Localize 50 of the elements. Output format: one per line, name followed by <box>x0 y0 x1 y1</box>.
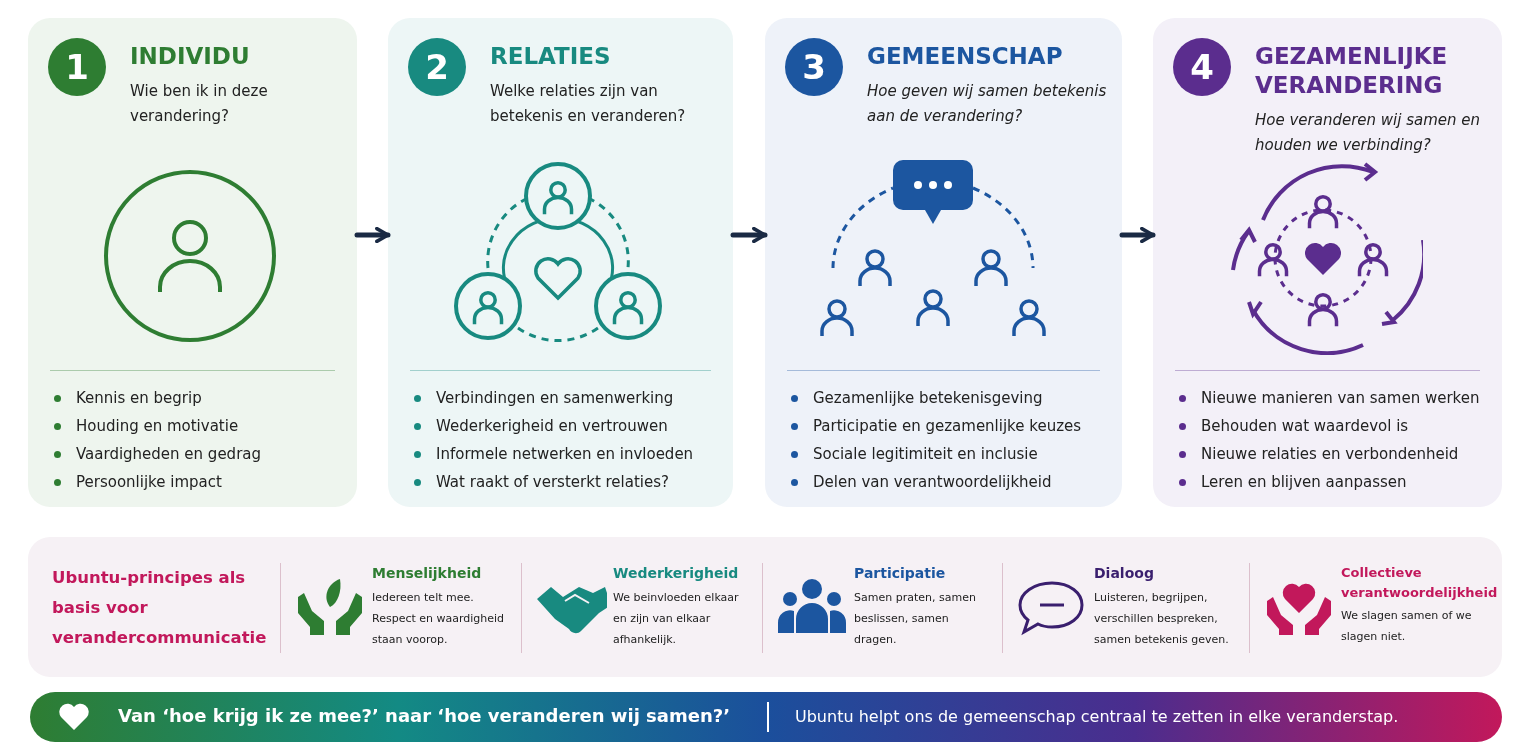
step-question: Wie ben ik in deze verandering? <box>130 81 269 127</box>
banner-slogan: Van ‘hoe krijg ik ze mee?’ naar ‘hoe veranderen wij samen?’ <box>118 705 731 726</box>
principle-heading: Participatie <box>854 564 947 583</box>
principle-description: We beinvloeden elkaar en zijn van elkaar afhankelijk. <box>613 590 740 648</box>
bullet-item: Nieuwe manieren van samen werken <box>1175 384 1480 412</box>
principle-heading: Dialoog <box>1094 564 1155 583</box>
bullet-item: Wederkerigheid en vertrouwen <box>410 412 694 440</box>
arrow <box>1119 226 1156 244</box>
bullet-item: Delen van verantwoordelijkheid <box>787 468 1082 496</box>
step-heading: RELATIES <box>490 42 612 71</box>
step-number-circle: 1 <box>48 38 106 96</box>
bullet-item: Kennis en begrip <box>50 384 261 412</box>
bullet-item: Persoonlijke impact <box>50 468 261 496</box>
bullet-item: Nieuwe relaties en verbondenheid <box>1175 440 1480 468</box>
bullet-item: Participatie en gezamenlijke keuzes <box>787 412 1082 440</box>
step-number-circle: 2 <box>408 38 466 96</box>
step-card <box>1153 18 1502 507</box>
step-question: Hoe veranderen wij samen en houden we verbinding? <box>1255 110 1482 156</box>
principle-description: Iedereen telt mee. Respect en waardigheid staan voorop. <box>372 590 506 648</box>
step-question: Welke relaties zijn van betekenis en veranderen? <box>490 81 687 127</box>
bullet-item: Gezamenlijke betekenisgeving <box>787 384 1082 412</box>
bullet-item: Houding en motivatie <box>50 412 261 440</box>
step-heading: INDIVIDU <box>130 42 251 71</box>
principle-description: We slagen samen of we slagen niet. <box>1341 608 1473 645</box>
principle-description: Luisteren, begrijpen, verschillen bespreken, samen betekenis geven. <box>1094 590 1230 648</box>
principle-heading: Wederkerigheid <box>613 564 740 583</box>
principle-heading: Collectieve verantwoordelijkheid <box>1341 564 1499 602</box>
summary-banner <box>30 692 1502 742</box>
step-question: Hoe geven wij samen betekenis aan de verandering? <box>867 81 1108 127</box>
step-number-circle: 4 <box>1173 38 1231 96</box>
arrow <box>730 226 768 244</box>
bullet-item: Leren en blijven aanpassen <box>1175 468 1480 496</box>
bullet-item: Behouden wat waardevol is <box>1175 412 1480 440</box>
arrow <box>354 226 391 244</box>
principles-panel <box>28 537 1502 677</box>
step-number-circle: 3 <box>785 38 843 96</box>
principle-description: Samen praten, samen beslissen, samen dragen. <box>854 590 977 648</box>
step-card <box>28 18 357 507</box>
step-heading: GEZAMENLIJKE VERANDERING <box>1255 42 1449 100</box>
step-card <box>765 18 1122 507</box>
bullet-item: Sociale legitimiteit en inclusie <box>787 440 1082 468</box>
banner-text: Ubuntu helpt ons de gemeenschap centraal te zetten in elke veranderstap. <box>795 707 1399 726</box>
panel-title: Ubuntu-principes als basis voor verandercommunicatie <box>52 567 268 649</box>
bullet-item: Wat raakt of versterkt relaties? <box>410 468 694 496</box>
bullet-item: Informele netwerken en invloeden <box>410 440 694 468</box>
bullet-item: Verbindingen en samenwerking <box>410 384 694 412</box>
step-card <box>388 18 733 507</box>
step-heading: GEMEENSCHAP <box>867 42 1064 71</box>
principle-heading: Menselijkheid <box>372 564 483 583</box>
bullet-item: Vaardigheden en gedrag <box>50 440 261 468</box>
